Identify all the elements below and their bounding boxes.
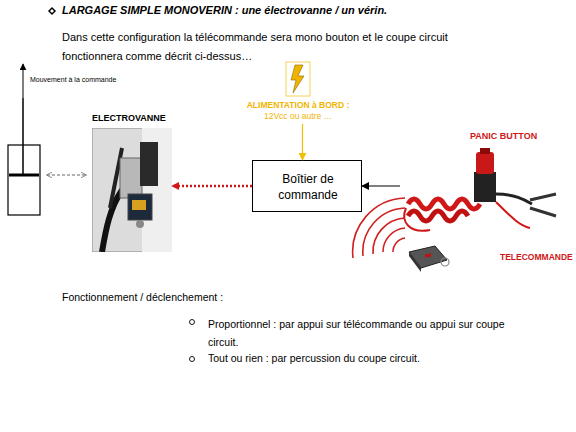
text-label: Tout ou rien : par percussion du coupe c… xyxy=(208,352,420,364)
piston-rod xyxy=(22,98,24,175)
connector-arrow xyxy=(362,186,400,187)
node-text: 12Vcc ou autre … xyxy=(243,111,353,121)
component-node: ELECTROVANNE xyxy=(92,110,172,252)
node-text: PANIC BUTTON xyxy=(470,131,560,141)
hydraulic-link xyxy=(47,175,86,176)
component-node: ALIMENTATION à BORD :12Vcc ou autre … xyxy=(243,60,353,124)
panic-button-photo xyxy=(400,142,560,242)
process-box: Boîtier de commande xyxy=(252,160,362,212)
node-text: TELECOMMANDE xyxy=(500,252,570,262)
list-bullet xyxy=(190,320,195,325)
text-label: Mouvement à la commande xyxy=(30,76,116,83)
text-label: Proportionnel : par appui sur télécomman… xyxy=(208,315,508,352)
valve-photo xyxy=(92,128,172,252)
text-label: Fonctionnement / déclenchement : xyxy=(62,291,223,303)
piston xyxy=(9,174,39,177)
title-bullet-inner xyxy=(50,9,54,13)
node-text: Boîtier de commande xyxy=(253,171,363,203)
title: LARGAGE SIMPLE MONOVERIN : une électrova… xyxy=(62,4,387,16)
connector-arrow xyxy=(172,185,252,188)
node-text: ALIMENTATION à BORD : xyxy=(243,100,353,110)
cylinder-body xyxy=(8,145,40,215)
remote-fob xyxy=(405,242,451,274)
radio-waves xyxy=(353,198,405,258)
connector-arrow xyxy=(302,124,303,160)
movement-arrow xyxy=(23,64,24,98)
component-node: PANIC BUTTON xyxy=(400,128,560,225)
text-label: Dans cette configuration la télécommande… xyxy=(62,28,507,66)
component-node: TELECOMMANDE xyxy=(405,242,560,272)
title-bullet xyxy=(48,7,56,15)
list-bullet xyxy=(190,357,195,362)
node-text: ELECTROVANNE xyxy=(92,113,172,123)
